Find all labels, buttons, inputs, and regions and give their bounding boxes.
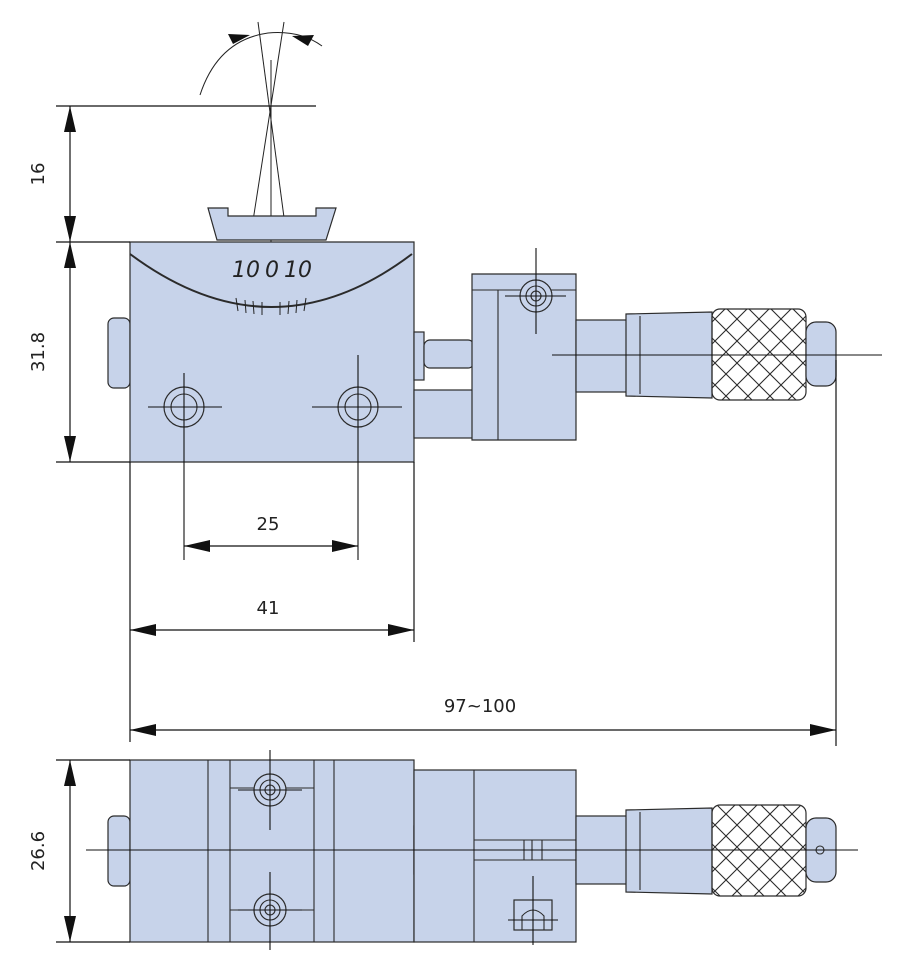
spindle-shaft xyxy=(423,339,475,369)
mounting-hole-icon xyxy=(238,872,302,950)
scale-mount xyxy=(207,207,337,241)
scale-label-right: 10 xyxy=(284,258,312,283)
dim-label-31-8: 31.8 xyxy=(28,332,49,372)
spindle-tip xyxy=(413,331,425,381)
dimension-41: 41 xyxy=(129,462,415,742)
dim-label-26-6: 26.6 xyxy=(28,831,49,871)
dim-label-41: 41 xyxy=(257,598,280,619)
dim-label-97-100: 97~100 xyxy=(444,696,516,717)
bottom-left-knob xyxy=(107,815,131,887)
micrometer-cap xyxy=(805,321,837,387)
dim-label-25: 25 xyxy=(257,514,280,535)
top-view xyxy=(86,750,858,950)
dimension-31-8: 31.8 xyxy=(28,242,130,463)
dial-arc xyxy=(129,253,413,308)
connector-bar xyxy=(413,389,477,439)
mounting-hole-icon xyxy=(312,355,402,560)
mounting-hole-icon xyxy=(148,373,222,560)
micrometer-sleeve xyxy=(575,319,629,393)
dimension-16: 16 xyxy=(28,105,316,243)
dimension-25: 25 xyxy=(184,514,358,552)
clamp-screw-icon xyxy=(505,248,566,334)
mounting-hole-icon xyxy=(238,750,302,830)
front-view: 10 0 10 xyxy=(107,21,882,560)
rotation-arrow-icon xyxy=(199,32,323,96)
left-knob xyxy=(107,317,131,389)
scale-label-left: 10 xyxy=(232,258,260,283)
dim-label-16: 16 xyxy=(28,163,49,186)
dimension-26-6: 26.6 xyxy=(28,759,130,943)
dial-ticks xyxy=(235,297,307,315)
bottom-micrometer-thimble xyxy=(625,807,713,895)
lock-screw-icon xyxy=(508,876,558,945)
dimension-97-100: 97~100 xyxy=(130,360,837,746)
scale-label-center: 0 xyxy=(265,258,279,283)
